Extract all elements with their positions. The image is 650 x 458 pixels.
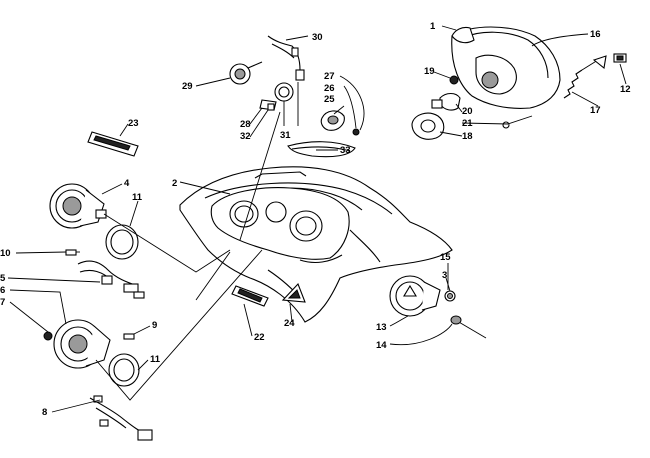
callout-labels: 1 2 3 4 5 6 7 8 9 10 11 11 12 13 14 15 1… — [0, 21, 631, 418]
callout-10: 10 — [0, 248, 11, 259]
callout-20: 20 — [462, 106, 473, 117]
gauge-13 — [389, 275, 441, 317]
callout-18: 18 — [462, 131, 473, 142]
retainer-18 — [411, 112, 445, 140]
nut-7 — [43, 331, 53, 341]
bulb-10 — [65, 249, 80, 256]
windshield-trim — [287, 141, 356, 158]
tachometer-6 — [53, 319, 111, 369]
callout-8: 8 — [42, 407, 47, 418]
bulb-socket-20 — [431, 92, 461, 111]
callout-27: 27 — [324, 71, 335, 82]
callout-5: 5 — [0, 273, 6, 284]
nut-3-15 — [444, 290, 456, 302]
nut-19 — [449, 75, 459, 85]
callout-30: 30 — [312, 32, 323, 43]
callout-9: 9 — [152, 320, 157, 331]
bracket-28-32 — [259, 99, 277, 111]
callout-13: 13 — [376, 322, 387, 333]
decal-24 — [281, 282, 306, 303]
callout-6: 6 — [0, 285, 5, 296]
trim-ring-11-lower — [108, 353, 140, 387]
screw-27 — [352, 128, 360, 136]
callout-28: 28 — [240, 119, 251, 130]
hood-dash-panel — [179, 166, 453, 323]
ring-31 — [274, 82, 294, 102]
callout-4: 4 — [124, 178, 130, 189]
callout-3: 3 — [442, 270, 447, 281]
adjuster-spring-17 — [563, 55, 607, 99]
sensor-14 — [450, 315, 487, 339]
callout-1: 1 — [430, 21, 436, 32]
callout-21: 21 — [462, 118, 473, 129]
screw-21 — [502, 115, 533, 129]
callout-16: 16 — [590, 29, 601, 40]
callout-23: 23 — [128, 118, 139, 129]
decal-23 — [87, 131, 139, 157]
housing-25 — [320, 110, 345, 131]
callout-11-lower: 11 — [150, 354, 161, 365]
headlight-assembly — [451, 26, 561, 109]
bulb-9 — [123, 333, 135, 340]
callout-19: 19 — [424, 66, 435, 77]
callout-7: 7 — [0, 297, 5, 308]
callout-2: 2 — [172, 178, 177, 189]
callout-24: 24 — [284, 318, 295, 329]
callout-32: 32 — [240, 131, 251, 142]
leader-lines — [7, 25, 627, 413]
callout-29: 29 — [182, 81, 193, 92]
decal-22 — [231, 285, 269, 307]
callout-15: 15 — [440, 252, 451, 263]
clip-12 — [613, 53, 627, 63]
wire-harness-30 — [267, 35, 305, 81]
speedometer-4 — [49, 183, 107, 229]
callout-25: 25 — [324, 94, 335, 105]
callout-11-upper: 11 — [132, 192, 143, 203]
wire-harness-5 — [77, 260, 145, 299]
wire-harness-8 — [89, 395, 153, 441]
callout-33: 33 — [340, 145, 351, 156]
callout-31: 31 — [280, 130, 291, 141]
callout-14: 14 — [376, 340, 387, 351]
callout-17: 17 — [590, 105, 601, 116]
callout-26: 26 — [324, 83, 335, 94]
trim-ring-11-upper — [105, 224, 139, 260]
gauge-29 — [229, 61, 263, 85]
callout-22: 22 — [254, 332, 265, 343]
callout-12: 12 — [620, 84, 631, 95]
